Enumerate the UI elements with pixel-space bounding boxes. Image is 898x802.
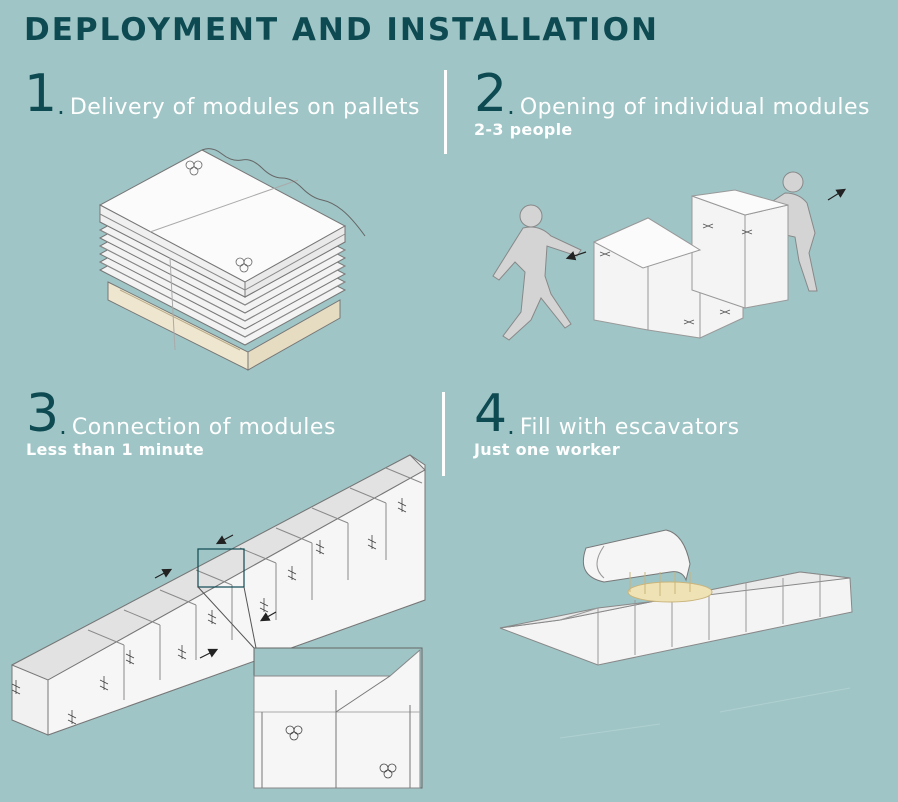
step-2-number: 2 — [474, 64, 508, 124]
step-4-number: 4 — [474, 384, 508, 444]
opening-modules-illustration — [492, 171, 847, 341]
page-title: DEPLOYMENT AND INSTALLATION — [24, 12, 659, 48]
connection-modules-illustration — [10, 454, 426, 789]
step-2-sub: 2-3 people — [474, 120, 573, 139]
step-1-label: Delivery of modules on pallets — [69, 95, 420, 120]
step-2-heading: 2. Opening of individual modules 2-3 peo… — [474, 64, 870, 139]
step-1-heading: 1. Delivery of modules on pallets — [24, 64, 420, 124]
step-3-heading: 3. Connection of modules Less than 1 min… — [26, 384, 336, 459]
divider-top — [444, 70, 447, 154]
fill-escavator-illustration — [499, 529, 853, 739]
step-4-label: Fill with escavators — [519, 415, 740, 440]
step-1-number: 1 — [24, 64, 58, 124]
divider-bottom — [442, 392, 445, 476]
step-3-number: 3 — [26, 384, 60, 444]
step-4-sub: Just one worker — [474, 440, 621, 459]
step-3-label: Connection of modules — [71, 415, 336, 440]
step-2-label: Opening of individual modules — [519, 95, 870, 120]
step-3-sub: Less than 1 minute — [26, 440, 205, 459]
step-4-heading: 4. Fill with escavators Just one worker — [474, 384, 740, 459]
pallet-stack-illustration — [98, 148, 366, 371]
